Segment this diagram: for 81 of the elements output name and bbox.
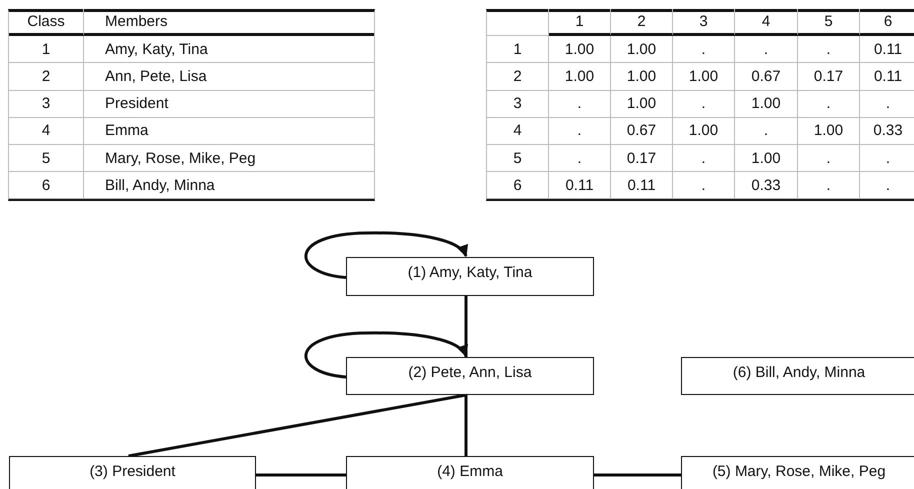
member-names: Ann, Pete, Lisa <box>105 68 207 85</box>
matrix-value: . <box>826 95 831 112</box>
matrix-value: . <box>826 176 831 194</box>
column-header: Class <box>27 12 65 30</box>
column-header: 2 <box>637 12 646 30</box>
column-header: 5 <box>824 12 833 30</box>
row-header: 5 <box>513 150 522 167</box>
matrix-value: 0.11 <box>874 68 902 85</box>
matrix-value: 1.00 <box>814 122 844 140</box>
matrix-value: . <box>577 150 582 167</box>
box-label: (4) Emma <box>437 463 503 481</box>
matrix-value: . <box>886 95 890 112</box>
class-number: 3 <box>42 95 50 112</box>
row-header: 2 <box>513 68 522 85</box>
row-header: 6 <box>513 176 522 194</box>
matrix-value: 1.00 <box>626 40 656 58</box>
matrix-value: . <box>886 150 890 167</box>
matrix-value: 0.33 <box>873 122 903 140</box>
matrix-value: 0.17 <box>814 68 844 85</box>
member-names: Emma <box>105 122 148 140</box>
matrix-value: . <box>826 150 831 167</box>
matrix-value: . <box>701 95 706 112</box>
matrix-value: 1.00 <box>564 40 594 58</box>
column-header: 6 <box>884 12 892 30</box>
class-number: 4 <box>42 122 50 140</box>
matrix-value: . <box>764 122 768 140</box>
matrix-value: 1.00 <box>688 68 718 85</box>
class-box <box>346 257 594 296</box>
class-number: 5 <box>42 150 50 167</box>
matrix-value: 1.00 <box>626 95 656 112</box>
connector-line <box>256 474 346 476</box>
class-number: 1 <box>42 40 50 58</box>
column-header: 4 <box>762 12 770 30</box>
matrix-value: 0.67 <box>751 68 781 85</box>
matrix-value: 1.00 <box>688 122 718 140</box>
matrix-value: 0.67 <box>626 122 656 140</box>
box-label: (1) Amy, Katy, Tina <box>408 264 532 282</box>
connector-line <box>464 296 468 357</box>
matrix-value: . <box>826 40 831 58</box>
box-label: (3) President <box>90 463 176 481</box>
matrix-value: . <box>764 40 768 58</box>
matrix-value: 0.17 <box>626 150 656 167</box>
row-header: 3 <box>513 95 522 112</box>
connector-line <box>128 394 466 458</box>
matrix-value: 0.11 <box>627 176 656 194</box>
matrix-value: . <box>701 150 706 167</box>
matrix-value: 0.11 <box>565 176 594 194</box>
matrix-value: . <box>886 176 890 194</box>
class-box <box>346 357 594 395</box>
class-number: 2 <box>42 68 50 85</box>
box-label: (5) Mary, Rose, Mike, Peg <box>712 463 886 481</box>
column-header: 3 <box>699 12 708 30</box>
member-names: President <box>105 95 168 112</box>
row-header: 4 <box>513 122 522 140</box>
column-header: 1 <box>575 12 584 30</box>
box-label: (6) Bill, Andy, Minna <box>732 364 866 382</box>
self-loop-arrow <box>304 231 468 279</box>
class-box <box>346 456 594 489</box>
matrix-value: . <box>701 176 706 194</box>
matrix-value: 0.11 <box>874 40 902 58</box>
box-label: (2) Pete, Ann, Lisa <box>408 364 532 382</box>
class-box <box>9 456 256 489</box>
class-box <box>681 357 914 395</box>
class-number: 6 <box>42 176 50 194</box>
self-loop-arrow <box>304 331 468 378</box>
matrix-value: 0.33 <box>751 176 781 194</box>
matrix-value: 1.00 <box>626 68 656 85</box>
matrix-value: . <box>577 95 582 112</box>
member-names: Mary, Rose, Mike, Peg <box>105 150 256 167</box>
connector-line <box>594 474 681 476</box>
matrix-value: . <box>577 122 582 140</box>
matrix-value: 1.00 <box>751 150 781 167</box>
matrix-value: 1.00 <box>564 68 594 85</box>
class-box <box>681 456 914 489</box>
row-header: 1 <box>513 40 522 58</box>
member-names: Bill, Andy, Minna <box>105 176 215 194</box>
matrix-value: 1.00 <box>751 95 781 112</box>
member-names: Amy, Katy, Tina <box>105 40 208 58</box>
matrix-value: . <box>701 40 706 58</box>
connector-line <box>464 395 468 456</box>
column-header: Members <box>105 12 168 30</box>
